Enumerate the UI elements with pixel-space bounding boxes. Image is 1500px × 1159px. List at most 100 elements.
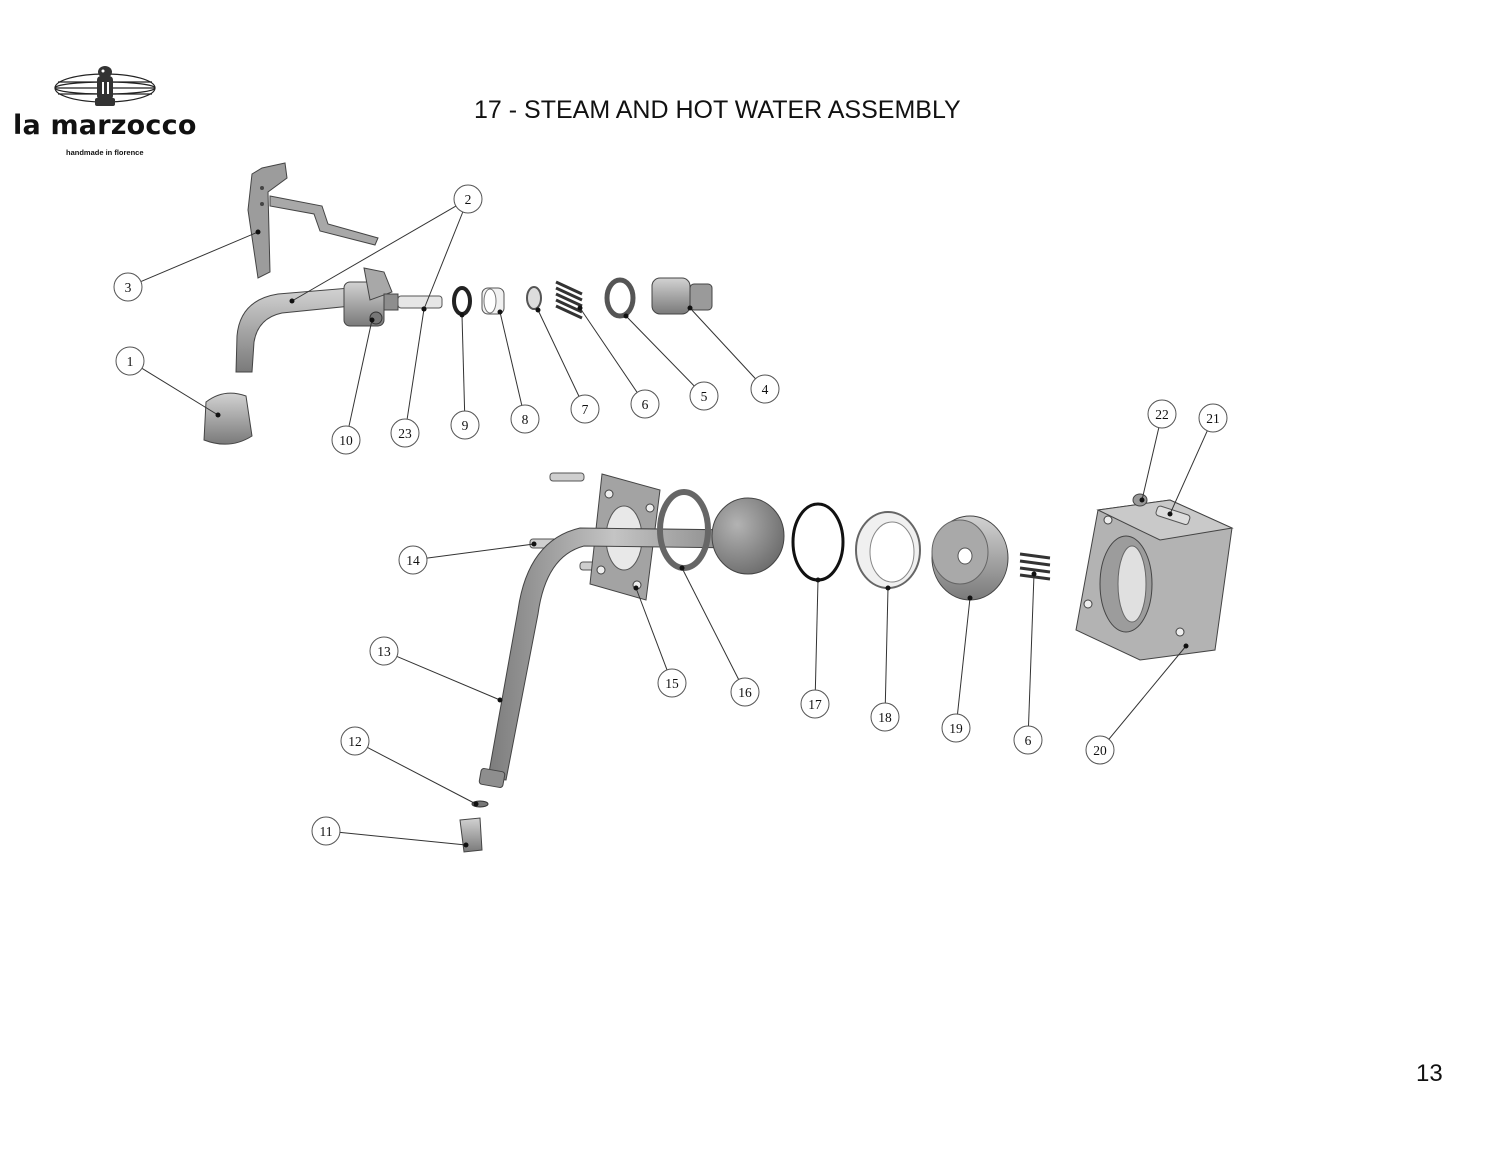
- leader-dot: [531, 541, 537, 547]
- part-19-disc: [931, 515, 1009, 601]
- callout-13: 13: [369, 636, 503, 703]
- callout-number: 12: [348, 734, 362, 749]
- part-10-valve-body: [343, 267, 399, 327]
- callout-number: 20: [1093, 743, 1107, 758]
- callout-number: 21: [1206, 411, 1220, 426]
- callout-circle: [510, 404, 540, 434]
- callout-circle: [730, 677, 760, 707]
- callout-number: 9: [462, 418, 469, 433]
- callout-10: 10: [331, 317, 375, 455]
- leader-dot: [497, 697, 503, 703]
- leader-dot: [369, 317, 375, 323]
- leader-dot: [473, 801, 479, 807]
- leader-line: [884, 587, 889, 704]
- leader-line: [141, 367, 219, 416]
- leader-line: [625, 315, 695, 387]
- part-18-seat: [855, 511, 921, 589]
- part-5-gasket: [604, 277, 636, 319]
- brand-name: la marzocco: [13, 110, 197, 141]
- leader-line: [461, 314, 466, 412]
- callout-circle: [311, 816, 341, 846]
- leader-line: [1169, 430, 1208, 515]
- leader-line: [579, 307, 638, 393]
- brand-tagline: handmade in florence: [66, 148, 144, 157]
- leader-dot: [497, 309, 503, 315]
- leader-dot: [633, 585, 639, 591]
- callout-5: 5: [623, 313, 719, 411]
- leader-dot: [289, 298, 295, 304]
- leader-dot: [687, 305, 693, 311]
- callout-number: 19: [949, 721, 963, 736]
- callout-circle: [750, 374, 780, 404]
- leader-line: [406, 308, 425, 420]
- callout-7: 7: [535, 307, 600, 424]
- callout-circle: [689, 381, 719, 411]
- callout-circle: [1013, 725, 1043, 755]
- callout-number: 23: [398, 426, 412, 441]
- callout-11: 11: [311, 816, 469, 848]
- callout-circle: [398, 545, 428, 575]
- leader-dot: [815, 577, 821, 583]
- part-6-spring-lower: [1019, 552, 1051, 581]
- leader-dot: [459, 312, 465, 318]
- callout-3: 3: [113, 229, 261, 302]
- leader-dot: [967, 595, 973, 601]
- callout-17: 17: [800, 577, 830, 719]
- part-4-fitting: [651, 277, 713, 315]
- callout-circle: [450, 410, 480, 440]
- leader-line: [499, 311, 523, 406]
- part-7-washer: [526, 286, 542, 310]
- leader-dot: [623, 313, 629, 319]
- callout-circle: [115, 346, 145, 376]
- part-1-knob: [203, 392, 253, 445]
- leader-line: [1141, 427, 1160, 501]
- callout-circle: [570, 394, 600, 424]
- part-8-bushing: [481, 287, 505, 315]
- leader-dot: [421, 306, 427, 312]
- callout-circle: [340, 726, 370, 756]
- callout-number: 18: [878, 710, 892, 725]
- callout-number: 16: [738, 685, 752, 700]
- callout-number: 6: [642, 397, 649, 412]
- callout-12: 12: [340, 726, 479, 807]
- callout-15: 15: [633, 585, 687, 698]
- callout-6: 6: [1013, 571, 1043, 755]
- leader-line: [957, 597, 971, 715]
- callout-number: 1: [127, 354, 134, 369]
- callout-8: 8: [497, 309, 540, 434]
- callout-20: 20: [1085, 643, 1189, 765]
- callout-21: 21: [1167, 403, 1228, 517]
- callout-circle: [1147, 399, 1177, 429]
- leader-line: [339, 831, 467, 846]
- callout-number: 10: [339, 433, 353, 448]
- leader-dot: [463, 842, 469, 848]
- callout-19: 19: [941, 595, 973, 743]
- leader-dot: [255, 229, 261, 235]
- callout-16: 16: [679, 565, 760, 707]
- leader-line: [1108, 645, 1187, 740]
- callout-circle: [630, 389, 660, 419]
- leader-line: [367, 747, 477, 805]
- callout-circle: [369, 636, 399, 666]
- callout-circle: [390, 418, 420, 448]
- callout-number: 13: [377, 644, 391, 659]
- leader-dot: [885, 585, 891, 591]
- part-9-oring: [452, 286, 472, 316]
- callout-number: 17: [808, 697, 822, 712]
- part-6-spring: [555, 280, 583, 320]
- part-20-valve-housing: [1075, 499, 1234, 661]
- leader-line: [814, 579, 819, 691]
- callout-circle: [1198, 403, 1228, 433]
- leader-line: [1028, 573, 1035, 727]
- part-23-pin: [397, 295, 443, 309]
- callout-circle: [113, 272, 143, 302]
- leader-line: [689, 307, 756, 380]
- callout-circle: [870, 702, 900, 732]
- leader-line: [348, 319, 373, 427]
- la-marzocco-logo: [54, 66, 156, 106]
- callout-2: 2: [289, 184, 483, 312]
- callout-circle: [800, 689, 830, 719]
- leader-line: [681, 567, 740, 680]
